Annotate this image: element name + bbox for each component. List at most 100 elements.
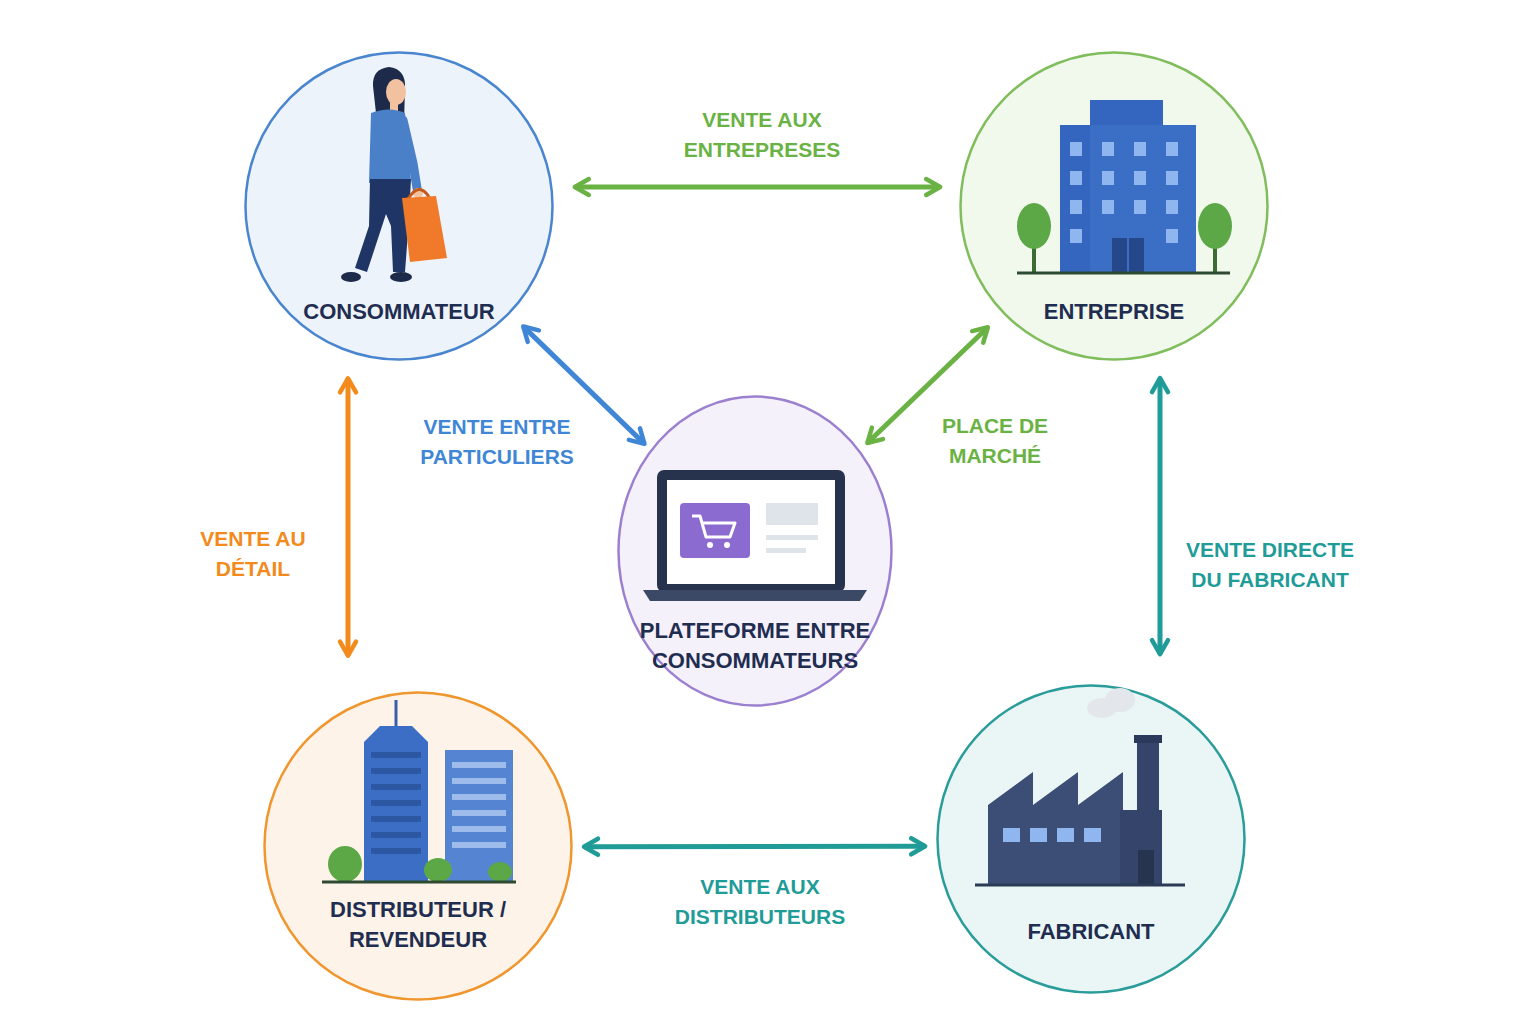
tower-buildings-part [371, 832, 421, 838]
shopper-figure [341, 67, 447, 282]
tower-buildings-part [322, 881, 516, 884]
tower-buildings-part [371, 752, 421, 758]
factory-icon-part [1134, 735, 1162, 743]
office-building-part [1090, 100, 1163, 127]
edge-label: VENTE DIRECTE DU FABRICANT [1175, 535, 1365, 595]
circle-shape [938, 686, 1245, 993]
shopper-figure-part [390, 272, 412, 282]
shopper-figure-part [341, 272, 361, 282]
office-building-part [1102, 142, 1114, 156]
flow-arrow [346, 378, 351, 655]
tower-buildings-part [364, 726, 428, 882]
office-building-part [1102, 200, 1114, 214]
circle-shape [246, 53, 553, 360]
shopper-figure-part [408, 189, 429, 199]
office-building-part [1166, 142, 1178, 156]
tower-buildings-part [371, 768, 421, 774]
entity-circle: CONSOMMATEUR [244, 51, 554, 361]
factory-icon-part [1030, 828, 1047, 842]
office-building-part [1134, 200, 1146, 214]
laptop-icon-part [766, 548, 806, 553]
tower-buildings-part [452, 842, 506, 848]
office-building-part [1017, 272, 1230, 275]
factory-icon-part [1138, 850, 1154, 885]
circle-shape [961, 53, 1268, 360]
tower-buildings-part [452, 794, 506, 800]
flow-arrow [867, 327, 987, 443]
office-building-part [1166, 229, 1178, 243]
office-building-part [1198, 203, 1232, 249]
tower-buildings-part [452, 810, 506, 816]
edge-label: PLACE DE MARCHÉ [925, 411, 1065, 471]
office-building-part [1060, 125, 1090, 273]
office-building [1017, 100, 1232, 273]
tower-buildings-part [452, 762, 506, 768]
office-building-part [1127, 238, 1129, 273]
laptop-icon-part [692, 516, 735, 537]
office-building-part [1112, 238, 1144, 273]
shopper-figure-part [373, 67, 405, 126]
circle-outline [263, 691, 573, 1001]
factory-icon-part [1105, 688, 1135, 712]
tower-buildings-part [445, 750, 513, 882]
office-building-part [1060, 125, 1196, 273]
flow-arrow [523, 326, 644, 444]
node-label: CONSOMMATEUR [269, 297, 529, 327]
office-building-part [1070, 171, 1082, 185]
laptop-icon-part [766, 503, 818, 525]
node-label: PLATEFORME ENTRE CONSOMMATEURS [630, 616, 880, 676]
shopper-figure-part [403, 120, 417, 188]
laptop-icon-part [667, 480, 835, 584]
factory-icon-part [1057, 828, 1074, 842]
node-label: FABRICANT [961, 917, 1221, 947]
circle-shape [619, 397, 892, 706]
factory-icon-part [1003, 828, 1020, 842]
edge-label: VENTE AU DÉTAIL [188, 524, 318, 584]
office-building-part [1032, 236, 1036, 273]
tower-buildings-part [424, 858, 452, 882]
office-building-part [1166, 200, 1178, 214]
shopper-figure-part [402, 196, 447, 262]
tower-buildings-part [488, 862, 512, 882]
laptop-icon-part [657, 470, 845, 592]
flow-arrow [584, 844, 925, 850]
office-building-part [1070, 200, 1082, 214]
office-building-part [1134, 171, 1146, 185]
laptop-icon-part [680, 503, 750, 558]
office-building-part [1070, 229, 1082, 243]
laptop-icon-part [724, 542, 730, 548]
tower-buildings-part [452, 826, 506, 832]
tower-buildings-part [371, 848, 421, 854]
node-label: DISTRIBUTEUR / REVENDEUR [318, 895, 518, 955]
laptop-icon-part [766, 535, 818, 540]
tower-buildings-part [328, 846, 362, 882]
edge-label: VENTE ENTRE PARTICULIERS [367, 412, 627, 472]
office-building-part [1134, 142, 1146, 156]
tower-buildings-part [395, 700, 398, 728]
office-building-part [1213, 236, 1217, 273]
tower-buildings-part [452, 778, 506, 784]
factory-icon-part [1137, 735, 1159, 885]
office-building-part [1166, 171, 1178, 185]
entity-circle: PLATEFORME ENTRE CONSOMMATEURS [617, 395, 893, 707]
shopper-figure-part [386, 79, 406, 105]
factory-icon-part [1120, 810, 1162, 885]
entity-circle: DISTRIBUTEUR / REVENDEUR [263, 691, 573, 1001]
flow-arrow [575, 185, 940, 190]
tower-buildings [322, 700, 516, 882]
laptop-icon-part [707, 542, 713, 548]
shopper-figure-part [390, 102, 398, 113]
tower-buildings-part [371, 784, 421, 790]
office-building-part [1017, 203, 1051, 249]
office-building-part [1102, 171, 1114, 185]
factory-icon-part [1087, 698, 1117, 718]
edge-label: VENTE AUX ENTREPRESES [642, 105, 882, 165]
node-label: ENTREPRISE [984, 297, 1244, 327]
factory-icon-part [988, 772, 1123, 885]
factory-icon [975, 688, 1185, 885]
factory-icon-part [1084, 828, 1101, 842]
shopper-figure-part [369, 110, 411, 184]
laptop-icon-part [643, 590, 867, 601]
